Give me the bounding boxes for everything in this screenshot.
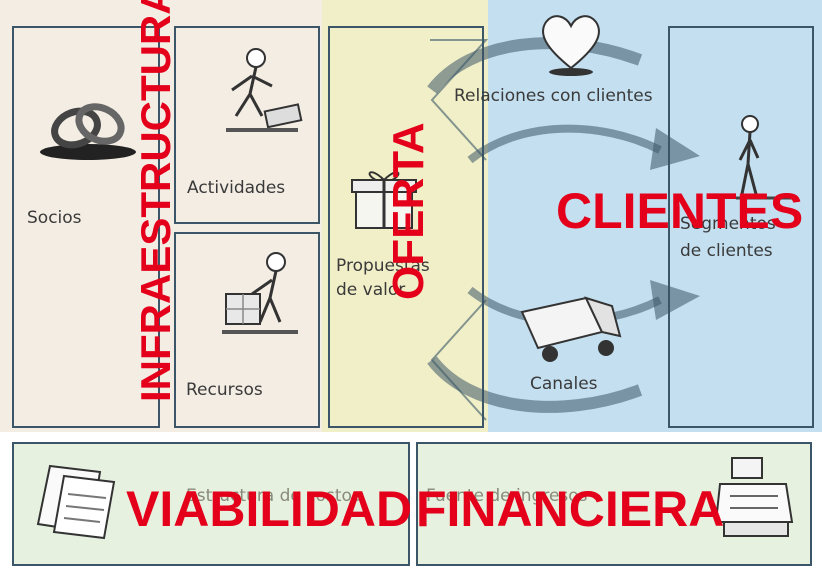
customer-flow-arrows: [427, 37, 700, 421]
socios-label: Socios: [27, 208, 82, 228]
socios-block: [12, 26, 160, 428]
gift-box-icon: [351, 171, 417, 229]
recursos-label: Recursos: [186, 380, 263, 400]
canales-label: Canales: [530, 374, 598, 394]
cash-register-icon: [714, 457, 794, 537]
ingresos-label: Fuente de ingresos: [426, 486, 588, 506]
clientes-overlay: CLIENTES: [556, 183, 804, 239]
infraestructura-overlay: INFRAESTRUCTURA: [132, 0, 179, 402]
relaciones-label: Relaciones con clientes: [454, 86, 653, 106]
segmentos-label-line2: de clientes: [680, 241, 773, 261]
rings-icon: [40, 103, 136, 160]
invoice-papers-icon: [36, 464, 116, 540]
actividades-label: Actividades: [187, 178, 286, 198]
propuesta-block: [328, 26, 484, 428]
clientes-zone: [488, 0, 822, 432]
worker-pushing-crate-icon: [222, 252, 298, 334]
propuesta-label-line1: Propuestas: [336, 256, 430, 276]
actividades-block: [174, 26, 320, 224]
segmentos-label-line1: Segmentos: [680, 214, 776, 234]
oferta-overlay: OFERTA: [384, 122, 433, 300]
segmentos-block: [668, 26, 814, 428]
viabilidad-overlay: VIABILIDAD: [126, 481, 413, 537]
heart-icon: [542, 15, 600, 76]
delivery-truck-icon: [520, 296, 622, 362]
standing-person-icon: [736, 115, 796, 200]
financiera-overlay: FINANCIERA: [416, 481, 725, 537]
recursos-block: [174, 232, 320, 428]
costos-label: Estructura de costos: [186, 486, 361, 506]
infraestructura-zone: [0, 0, 322, 432]
worker-digging-icon: [226, 48, 303, 132]
propuesta-label-line2: de valor: [336, 280, 406, 300]
